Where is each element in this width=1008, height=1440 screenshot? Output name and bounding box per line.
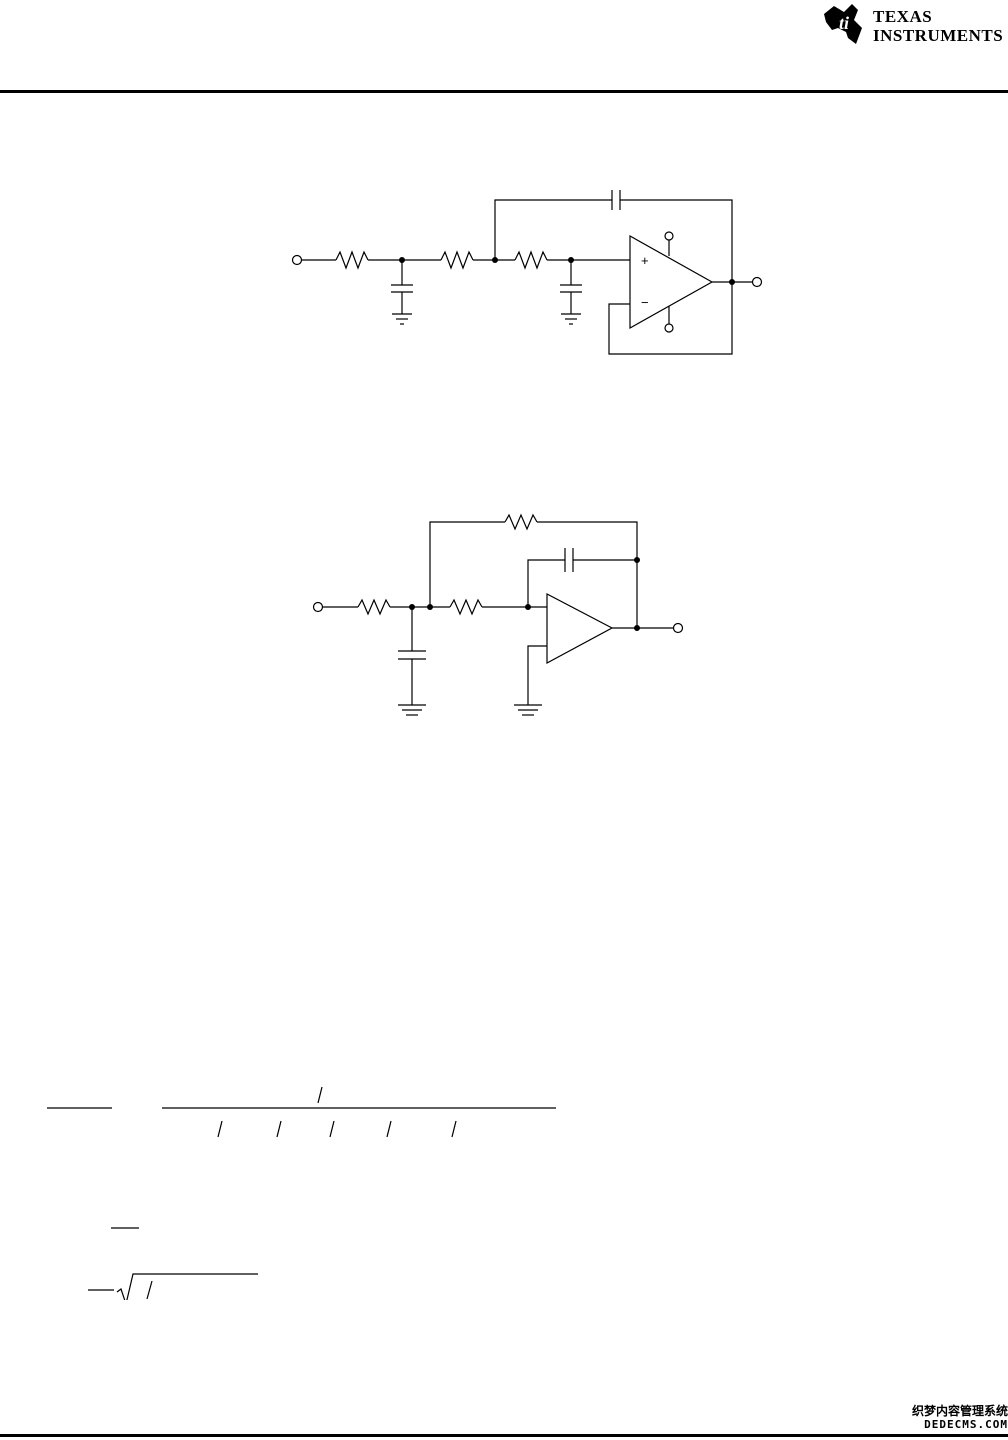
- watermark: 织梦内容管理系统 DEDECMS.COM: [868, 1404, 1008, 1431]
- division-slash: [217, 1120, 223, 1138]
- input-terminal: [312, 601, 324, 613]
- noninverting-input-label: +: [641, 253, 649, 268]
- division-slash: [329, 1120, 335, 1138]
- svg-text:ti: ti: [839, 13, 849, 33]
- watermark-line-2: DEDECMS.COM: [924, 1418, 1008, 1431]
- node: [634, 557, 640, 563]
- resistor-r1: [335, 250, 369, 270]
- header-rule: [0, 90, 1008, 93]
- division-slash: [451, 1120, 457, 1138]
- resistor-r3: [504, 513, 538, 531]
- capacitor-c3: [560, 260, 582, 314]
- capacitor-c2: [611, 190, 621, 210]
- inverting-input-label: −: [641, 295, 649, 310]
- ti-logo-icon: ti: [824, 4, 862, 44]
- ground-symbol: [392, 313, 412, 325]
- output-terminal: [751, 276, 763, 288]
- ti-logo: ti Texas Instruments: [818, 2, 1008, 48]
- capacitor-c1: [391, 260, 413, 314]
- supply-pin-positive: [664, 231, 674, 241]
- op-amp: [546, 593, 614, 665]
- node: [729, 279, 735, 285]
- watermark-line-1: 织梦内容管理系统: [911, 1404, 1008, 1418]
- resistor-r2: [440, 250, 474, 270]
- radical-sign: [116, 1273, 258, 1300]
- division-slash: [146, 1280, 153, 1300]
- brand-line-1: Texas: [873, 7, 933, 26]
- node: [634, 625, 640, 631]
- ground-symbol: [561, 313, 581, 325]
- supply-pin-negative: [664, 323, 674, 333]
- brand-line-2: Instruments: [873, 26, 1004, 45]
- resistor-r2: [449, 598, 483, 616]
- resistor-r1: [357, 598, 391, 616]
- schematic-mfb-lowpass: [312, 513, 684, 716]
- division-slash: [317, 1086, 323, 1104]
- schematic-third-order-sallen-key: + −: [291, 190, 763, 355]
- input-terminal: [291, 254, 303, 266]
- ground-symbol: [514, 704, 542, 716]
- capacitor-c1: [398, 607, 426, 705]
- capacitor-c2: [564, 548, 574, 572]
- division-slash: [276, 1120, 282, 1138]
- resistor-r3: [514, 250, 548, 270]
- footer-rule: [0, 1434, 1008, 1437]
- division-slash: [386, 1120, 392, 1138]
- ground-symbol: [398, 704, 426, 716]
- equation-fragments: [47, 1086, 556, 1300]
- op-amp: [629, 234, 714, 330]
- output-terminal: [672, 622, 684, 634]
